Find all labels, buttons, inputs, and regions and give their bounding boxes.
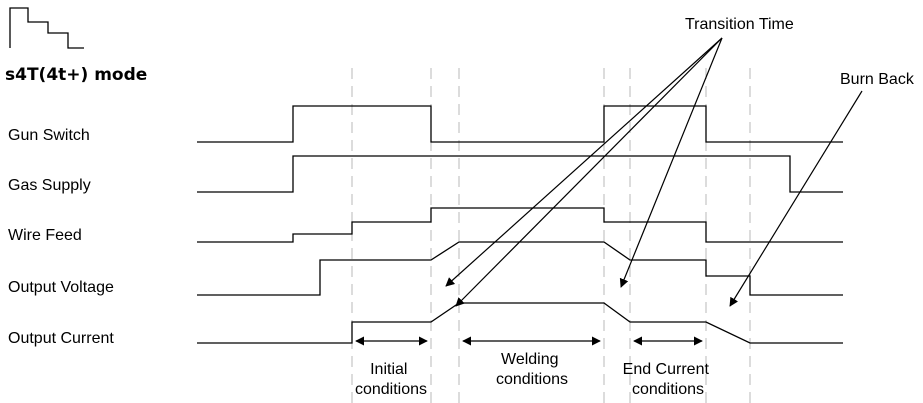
signal-label-wire-feed: Wire Feed: [8, 227, 82, 244]
signal-label-output-voltage: Output Voltage: [8, 279, 114, 296]
output-voltage-waveform: [197, 241, 843, 296]
end-current-phase-label: End Current conditions: [623, 361, 714, 398]
burn-back-label: Burn Back: [840, 71, 915, 88]
transition-time-arrow-voltage: [445, 37, 723, 287]
wire-feed-waveform: [197, 207, 843, 243]
step-waveform-icon: [9, 7, 84, 49]
transition-time-arrow-current: [455, 37, 723, 307]
signal-label-output-current: Output Current: [8, 330, 114, 347]
mode-title: s4T(4t+) mode: [5, 65, 147, 85]
gun-switch-waveform: [197, 105, 843, 143]
transition-time-arrow-end: [619, 37, 723, 288]
signal-label-gun-switch: Gun Switch: [8, 127, 90, 144]
initial-phase-label: Initial conditions: [355, 361, 427, 398]
output-current-waveform: [197, 302, 843, 344]
gas-supply-waveform: [197, 155, 843, 193]
burn-back-arrow: [729, 90, 863, 307]
transition-time-label: Transition Time: [685, 16, 794, 33]
signal-label-gas-supply: Gas Supply: [8, 177, 91, 194]
welding-phase-label: Welding conditions: [496, 351, 568, 388]
